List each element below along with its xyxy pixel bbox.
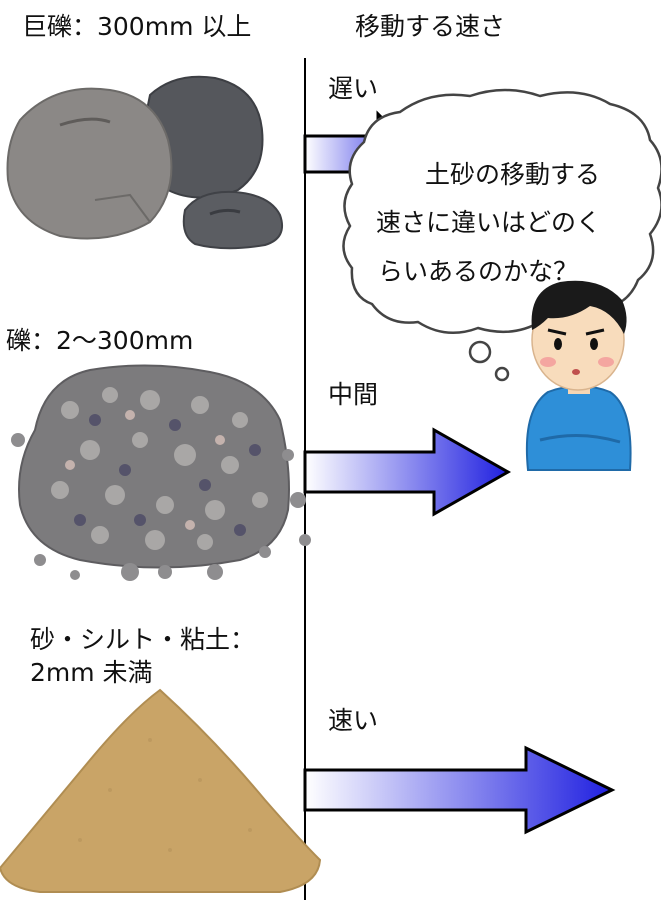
size-label-sand-line2: 2mm 未満 <box>30 658 153 687</box>
bubble-line-1: 土砂の移動する <box>425 160 601 189</box>
bubble-line-3: らいあるのかな？ <box>378 257 579 286</box>
speed-label-medium: 中間 <box>328 380 379 409</box>
speed-label-fast: 速い <box>328 706 379 735</box>
header-speed-label: 移動する速さ <box>355 12 506 41</box>
bubble-line-2: 速さに違いはどのく <box>376 208 602 237</box>
speed-label-slow: 遅い <box>328 74 379 103</box>
size-label-gravel: 礫：2〜300mm <box>6 326 194 355</box>
header-size-label: 巨礫：300mm 以上 <box>22 12 252 41</box>
size-label-sand-line1: 砂・シルト・粘土： <box>30 625 256 654</box>
